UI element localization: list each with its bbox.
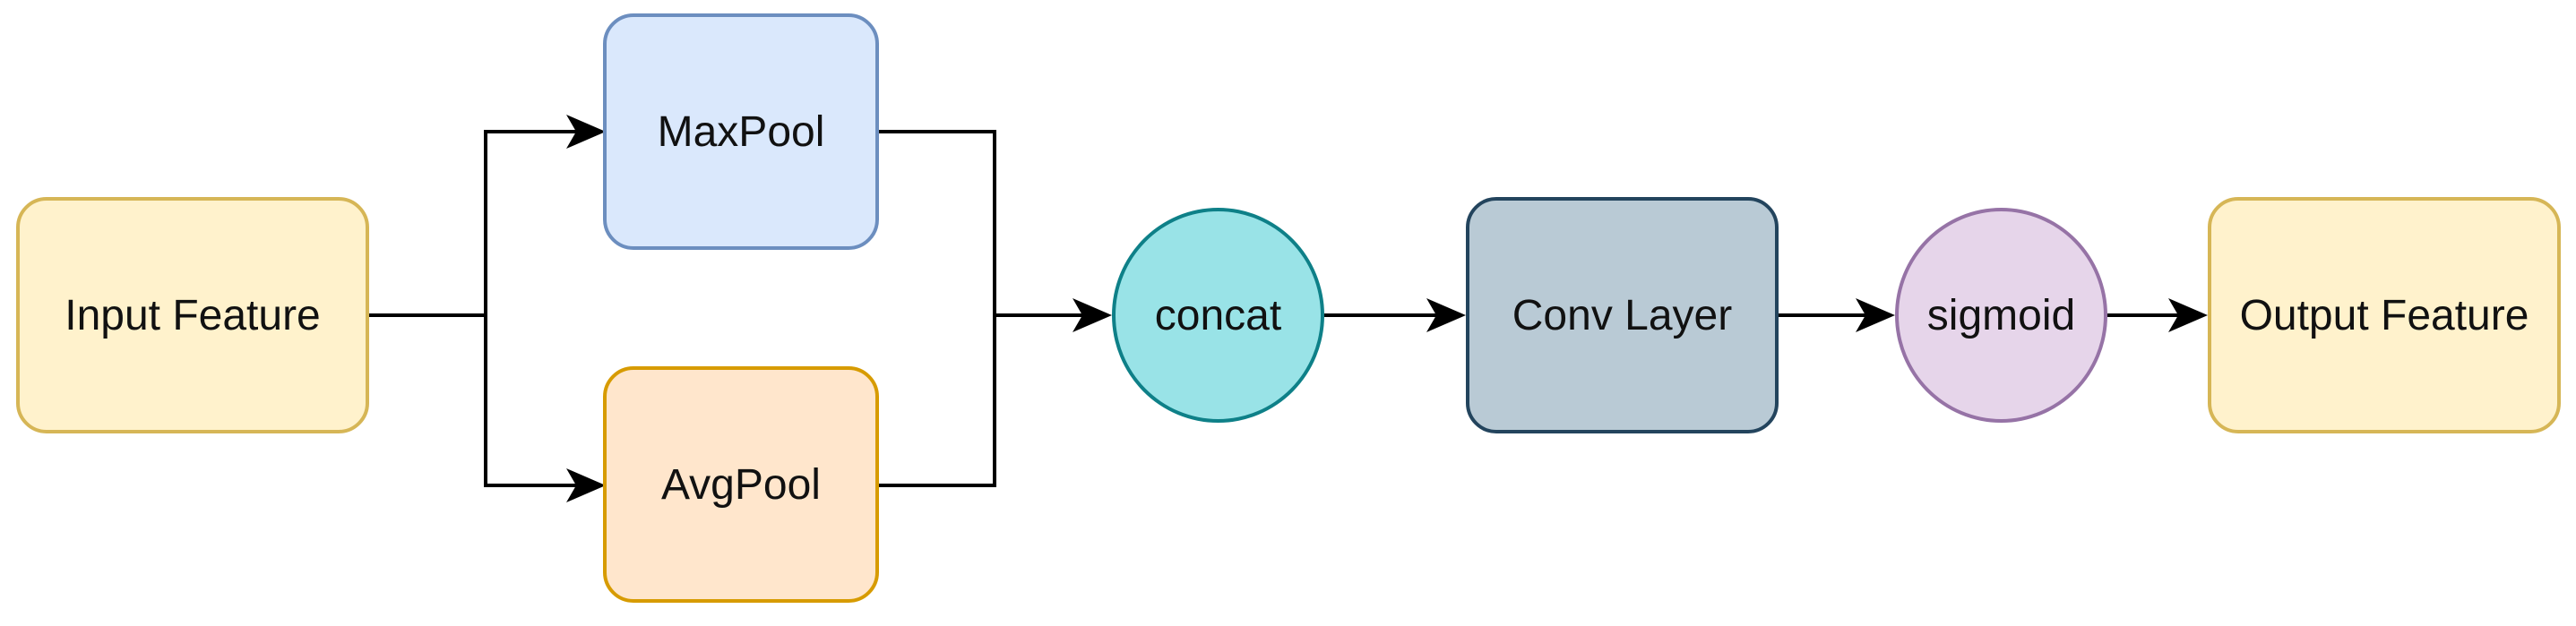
edge-input-to-avgpool: [484, 315, 599, 487]
sigmoid-label: sigmoid: [1926, 291, 2076, 339]
arrowhead-maxpool: [566, 115, 606, 149]
arrowhead-sigmoid: [1856, 298, 1895, 332]
concat-node: concat: [1112, 208, 1324, 423]
concat-label: concat: [1154, 291, 1282, 339]
maxpool-label: MaxPool: [657, 107, 825, 156]
sigmoid-node: sigmoid: [1895, 208, 2107, 423]
avgpool-node: AvgPool: [603, 366, 879, 603]
edge-maxpool-to-concat: [879, 130, 1104, 317]
output-feature-label: Output Feature: [2239, 291, 2529, 339]
maxpool-node: MaxPool: [603, 13, 879, 250]
conv-layer-node: Conv Layer: [1466, 197, 1779, 433]
input-feature-node: Input Feature: [16, 197, 369, 433]
output-feature-node: Output Feature: [2208, 197, 2561, 433]
avgpool-label: AvgPool: [661, 460, 821, 509]
edge-avgpool-to-concat: [879, 315, 996, 487]
arrowhead-output: [2168, 298, 2208, 332]
arrowhead-avgpool: [566, 468, 606, 502]
arrowhead-conv: [1426, 298, 1466, 332]
edge-input-to-maxpool: [369, 130, 599, 317]
input-feature-label: Input Feature: [65, 291, 321, 339]
arrowhead-concat: [1073, 298, 1112, 332]
conv-layer-label: Conv Layer: [1512, 291, 1733, 339]
